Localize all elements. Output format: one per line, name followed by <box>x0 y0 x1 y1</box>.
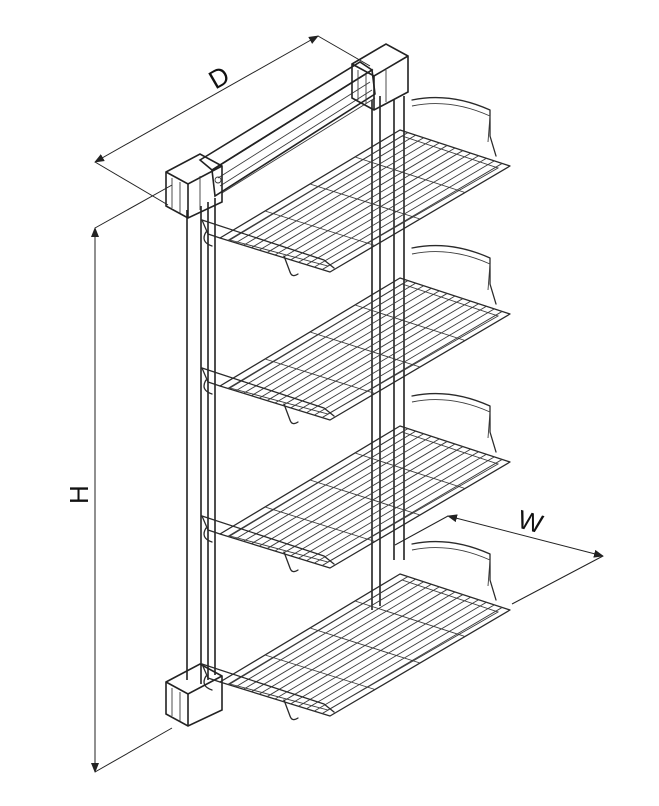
wire-shelf-2 <box>201 244 511 425</box>
wire-shelf-4 <box>201 540 511 721</box>
height-dimension: H <box>64 184 173 773</box>
shelf-hook <box>203 231 213 247</box>
bottom-front-cap <box>165 663 223 727</box>
shelf-long-wire <box>309 627 421 664</box>
shelf-frame <box>219 129 511 273</box>
shelf-rear-rail <box>411 540 497 601</box>
wire-shelf-3 <box>201 392 511 573</box>
shelf-leg <box>283 403 299 425</box>
width-label: W <box>515 504 547 539</box>
shelf-hook <box>203 379 213 395</box>
shelf-long-wire <box>309 479 421 516</box>
shelf-rear-rail-inner <box>411 251 491 291</box>
shelf-rear-rail <box>411 244 497 305</box>
wire-shelves <box>201 96 511 721</box>
shelf-long-wire <box>264 654 376 690</box>
shelf-frame <box>219 425 511 569</box>
shelf-frame <box>219 277 511 421</box>
shelf-frame <box>219 573 511 717</box>
shelf-leg <box>283 255 299 277</box>
shelf-front-lip <box>201 219 335 269</box>
shelf-front-lip-side <box>201 219 221 239</box>
shelf-rear-rail <box>411 96 497 157</box>
shelf-rear-rail-inner <box>411 547 491 587</box>
shelf-long-wire <box>264 358 376 394</box>
shelf-front-lip <box>201 515 335 565</box>
shelf-long-wire <box>309 183 421 220</box>
shelf-front-lip-side <box>201 515 221 535</box>
shelf-long-wire <box>354 600 466 637</box>
shelf-long-wire <box>309 331 421 368</box>
top-front-cap <box>165 153 223 219</box>
top-rail <box>198 61 376 198</box>
shelf-leg <box>283 699 299 721</box>
shelf-front-lip <box>201 663 335 713</box>
shelf-rear-rail-inner <box>411 103 491 143</box>
shelf-hook <box>203 527 213 543</box>
width-dimension: W <box>394 504 604 605</box>
shelf-long-wire <box>264 210 376 246</box>
wire-shelf-1 <box>201 96 511 277</box>
shelf-long-wire <box>354 452 466 489</box>
shelf-rear-rail <box>411 392 497 453</box>
height-label: H <box>64 485 94 504</box>
front-post <box>186 198 216 684</box>
shelf-hook <box>203 675 213 691</box>
shelf-long-wire <box>354 304 466 341</box>
shelf-front-lip-side <box>201 367 221 387</box>
depth-label: D <box>203 60 234 95</box>
shelf-front-lip <box>201 367 335 417</box>
shelf-front-lip-side <box>201 663 221 683</box>
shelf-long-wire <box>354 156 466 193</box>
shelf-rear-rail-inner <box>411 399 491 439</box>
shelf-leg <box>283 551 299 573</box>
top-rear-cap <box>351 43 409 111</box>
shelf-long-wire <box>264 506 376 542</box>
